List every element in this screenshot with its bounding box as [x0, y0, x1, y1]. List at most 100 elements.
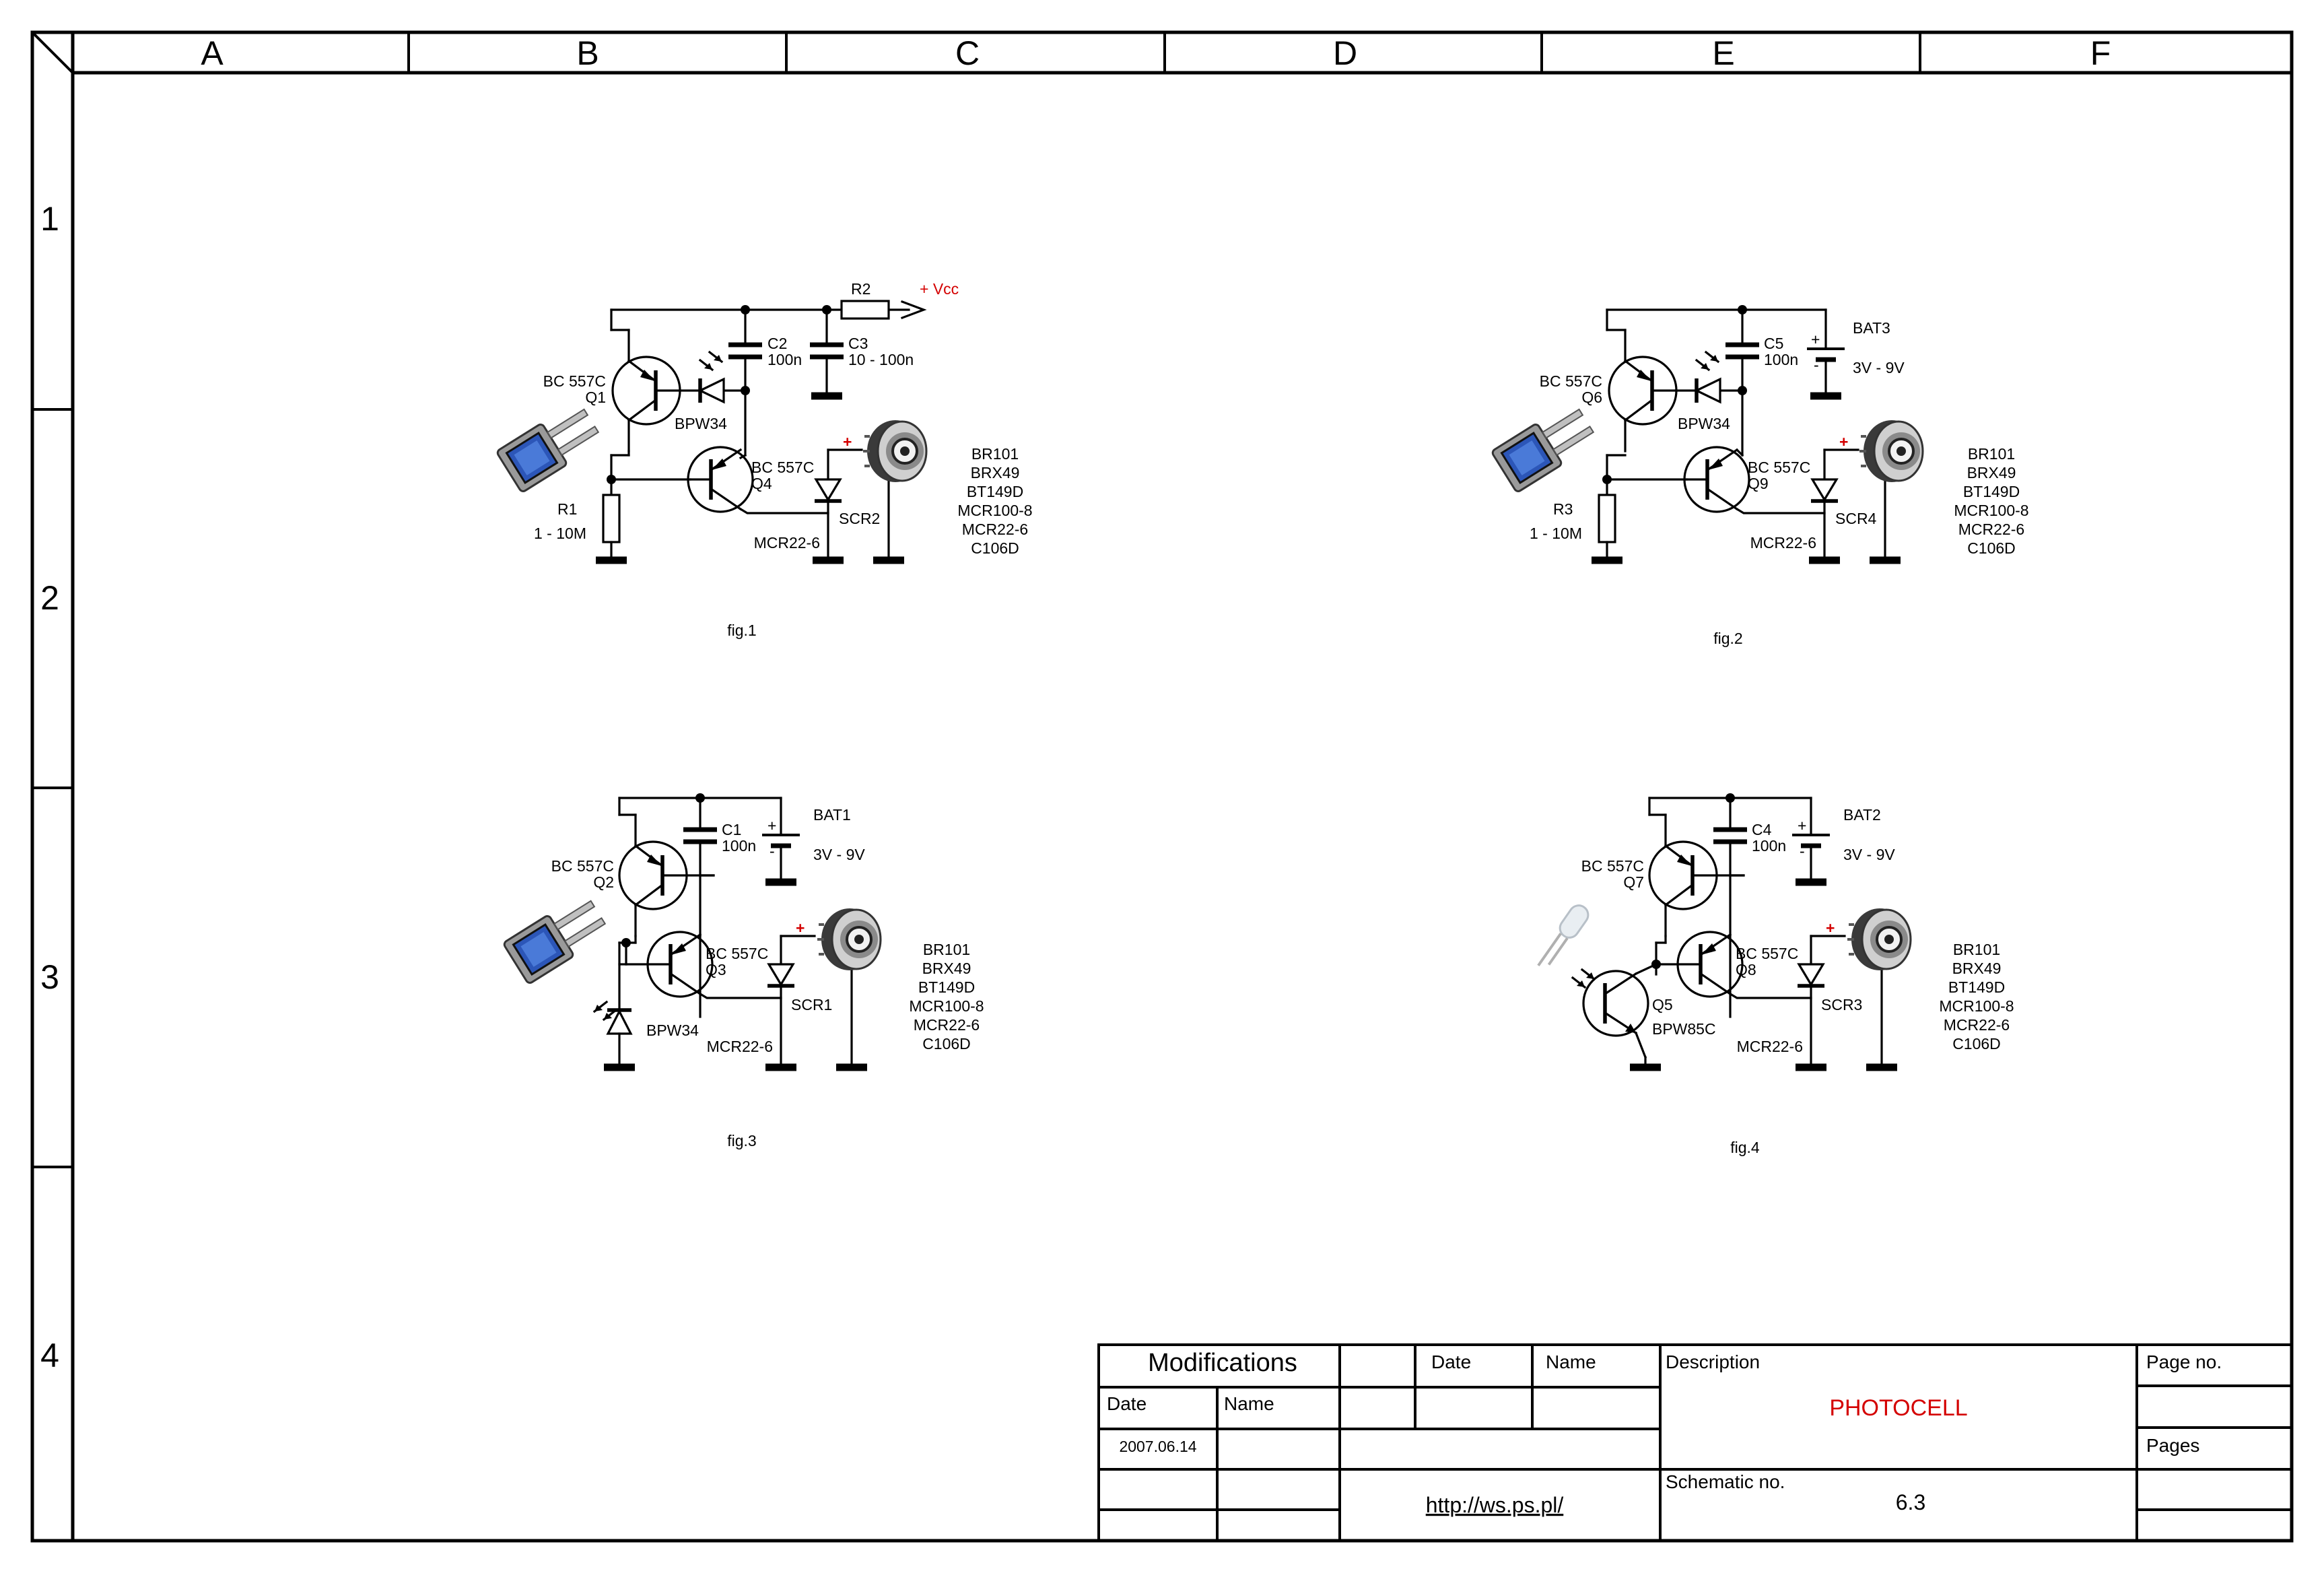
fig4-q5-type: BPW85C	[1652, 1020, 1716, 1038]
col-label-e: E	[1712, 34, 1734, 72]
fig2-buzzer-picture	[1858, 419, 1924, 483]
fig4-thyristor-4: MCR100-8	[1939, 997, 2014, 1015]
fig3-plus: +	[796, 919, 805, 937]
fig2-thyristor-3: BT149D	[1963, 483, 2020, 500]
fig1-r1-value: 1 - 10M	[534, 525, 586, 542]
fig2-q9-type: BC 557C	[1748, 459, 1810, 476]
fig1-thyristor-list: BR101 BRX49 BT149D MCR100-8 MCR22-6 C106…	[957, 445, 1032, 557]
fig4-phototransistor-q5	[1582, 962, 1658, 1059]
col-label-a: A	[201, 34, 224, 72]
fig4-c4-ref: C4	[1752, 821, 1772, 838]
fig4-thyristor-6: C106D	[1952, 1035, 2001, 1052]
fig1-q4-ref: Q4	[751, 475, 772, 492]
fig1-thyristor-5: MCR22-6	[962, 521, 1028, 538]
name-header: Name	[1546, 1351, 1596, 1372]
fig4-caption: fig.4	[1730, 1139, 1760, 1156]
fig2-bat-value: 3V - 9V	[1853, 359, 1905, 376]
fig4-transistor-q8	[1655, 931, 1744, 998]
fig1-vcc-label: + Vcc	[920, 280, 959, 298]
fig4-labels: C4 100n + - BAT2 3V - 9V BC 557C Q7 BC 5…	[1581, 806, 1896, 1156]
fig1-scr-type: MCR22-6	[754, 534, 820, 551]
fig2-scr-type: MCR22-6	[1750, 534, 1816, 551]
fig3-bat-value: 3V - 9V	[813, 846, 865, 863]
column-labels: A B C D E F	[201, 34, 2111, 72]
fig3-thyristor-1: BR101	[923, 941, 970, 958]
fig3-bat-plus: +	[767, 817, 776, 834]
fig1-diode-label: BPW34	[675, 415, 727, 432]
fig2-transistor-q9	[1683, 446, 1750, 513]
fig4-buzzer-picture	[1846, 907, 1912, 972]
fig4-q7-ref: Q7	[1623, 873, 1644, 891]
fig2-q9-ref: Q9	[1748, 475, 1769, 492]
fig3-caption: fig.3	[727, 1132, 756, 1149]
fig1-q1-ref: Q1	[585, 389, 606, 406]
fig3-bat-ref: BAT1	[813, 806, 851, 824]
fig3-scr-ref: SCR1	[791, 996, 832, 1013]
fig4-thyristor-5: MCR22-6	[1944, 1016, 2010, 1034]
fig1-c2-value: 100n	[767, 351, 802, 368]
schematic-no-label: Schematic no.	[1666, 1471, 1785, 1492]
fig3-c1-value: 100n	[722, 837, 756, 855]
fig3-scr-type: MCR22-6	[707, 1038, 773, 1055]
fig1-resistor-r1	[602, 494, 621, 543]
fig1-resistor-r2	[840, 300, 890, 320]
fig3-photodiode-picture	[502, 890, 612, 986]
fig4-bat-value: 3V - 9V	[1843, 846, 1895, 863]
description-label: Description	[1666, 1351, 1760, 1372]
fig1-c3-ref: C3	[848, 335, 868, 352]
fig4-bat-minus: -	[1800, 842, 1805, 860]
drawing-frame	[30, 30, 2294, 1543]
fig4-thyristor-2: BRX49	[1952, 960, 2002, 977]
fig3-diode-label: BPW34	[646, 1022, 699, 1039]
fig3-transistor-q3	[625, 931, 714, 998]
title-block-text: Modifications Date Name 2007.06.14 Date …	[1107, 1349, 2222, 1517]
description-value: PHOTOCELL	[1829, 1395, 1967, 1421]
fig2-q6-ref: Q6	[1581, 389, 1602, 406]
fig4-thyristor-1: BR101	[1953, 941, 2000, 958]
fig4-thyristor-3: BT149D	[1948, 978, 2005, 996]
fig2-thyristor-6: C106D	[1967, 539, 2016, 557]
fig1-thyristor-6: C106D	[971, 539, 1019, 557]
fig2-c5-ref: C5	[1764, 335, 1783, 352]
fig4-scr-ref: SCR3	[1821, 996, 1862, 1013]
fig2-circuit	[1490, 305, 1924, 564]
fig2-resistor-r3	[1598, 494, 1616, 543]
col-label-f: F	[2090, 34, 2111, 72]
fig4-bat-ref: BAT2	[1843, 806, 1881, 824]
fig4-q7-type: BC 557C	[1581, 857, 1644, 875]
fig1-q1-type: BC 557C	[543, 372, 606, 390]
fig1-labels: R2 + Vcc C2 100n C3 10 - 100n BC 557C Q1…	[534, 280, 959, 639]
fig1-photodiode-picture	[495, 399, 605, 494]
fig3-bat-minus: -	[770, 842, 775, 860]
website-link[interactable]: http://ws.ps.pl/	[1426, 1493, 1564, 1517]
fig2-r3-ref: R3	[1553, 500, 1573, 518]
fig2-q6-type: BC 557C	[1540, 372, 1602, 390]
fig1-transistor-q1	[613, 330, 707, 451]
fig1-thyristor-4: MCR100-8	[957, 502, 1032, 519]
fig2-labels: C5 100n + - BAT3 3V - 9V BC 557C Q6 BPW3…	[1530, 319, 1905, 647]
fig4-scr-type: MCR22-6	[1737, 1038, 1803, 1055]
page-no-label: Page no.	[2146, 1351, 2222, 1372]
fig4-q8-ref: Q8	[1736, 961, 1756, 978]
fig4-phototransistor-picture	[1537, 904, 1590, 967]
date-header: Date	[1431, 1351, 1471, 1372]
fig1-c3-value: 10 - 100n	[848, 351, 914, 368]
fig1-q4-type: BC 557C	[751, 459, 814, 476]
row-label-2: 2	[40, 579, 59, 617]
fig1-thyristor-2: BRX49	[971, 464, 1020, 481]
fig2-scr-ref: SCR4	[1835, 510, 1877, 527]
fig4-plus: +	[1826, 919, 1835, 937]
fig4-bat-plus: +	[1798, 817, 1806, 834]
fig1-thyristor-3: BT149D	[967, 483, 1023, 500]
fig2-bat-ref: BAT3	[1853, 319, 1890, 337]
mod-name-header: Name	[1224, 1393, 1274, 1414]
fig3-q3-type: BC 557C	[706, 945, 768, 962]
fig3-thyristor-3: BT149D	[918, 978, 975, 996]
fig4-q8-type: BC 557C	[1736, 945, 1798, 962]
fig3-buzzer-picture	[816, 907, 882, 972]
modifications-title: Modifications	[1148, 1349, 1297, 1377]
title-block	[1097, 1343, 2293, 1542]
fig3-c1-ref: C1	[722, 821, 741, 838]
schematic-no-value: 6.3	[1896, 1490, 1925, 1514]
